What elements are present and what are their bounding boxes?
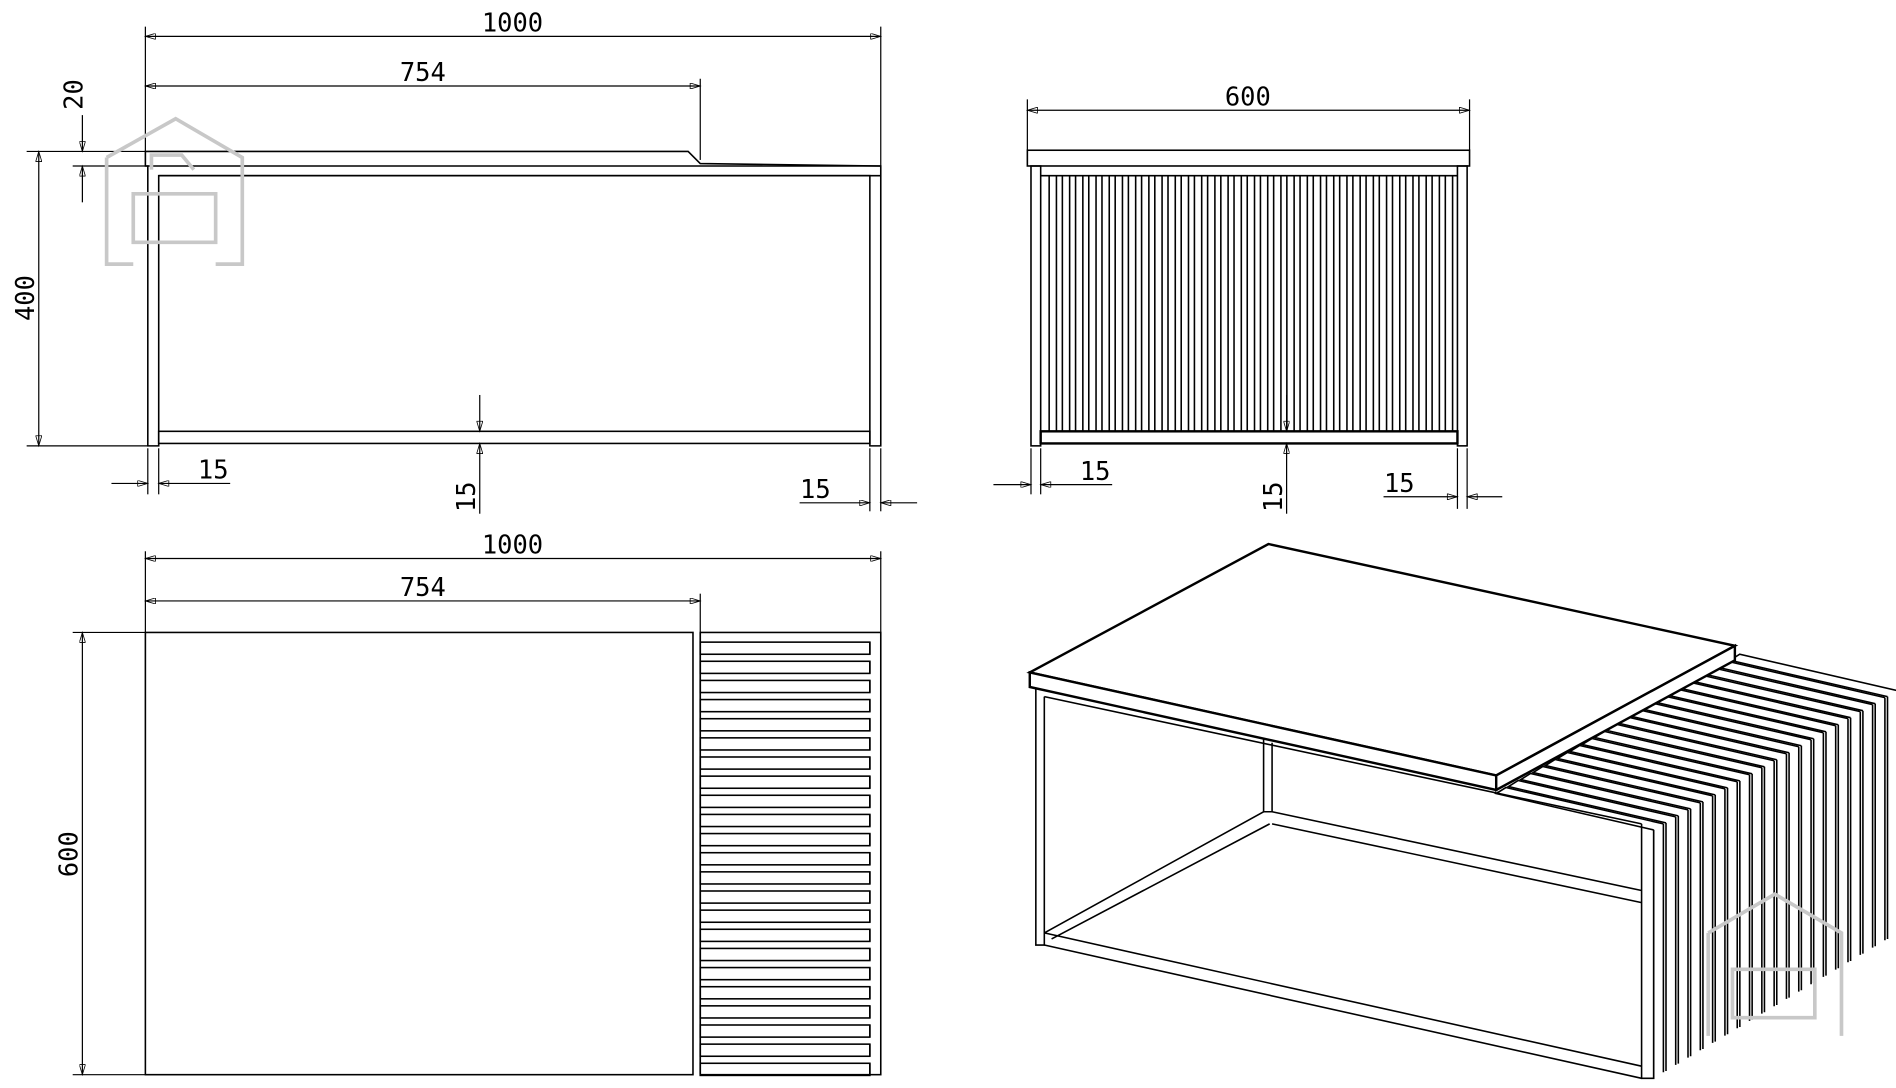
slat xyxy=(699,985,871,1000)
top-dim-top-width: 754 xyxy=(400,572,446,602)
iso-slat-top xyxy=(1531,765,1701,810)
slat xyxy=(699,947,871,962)
slat xyxy=(699,679,871,694)
slat xyxy=(699,717,871,732)
slat xyxy=(699,1043,871,1058)
dim-top-width: 754 xyxy=(400,57,446,87)
dim-overall-width: 1000 xyxy=(482,8,543,38)
iso-slat-top xyxy=(1555,751,1726,796)
iso-slat-top xyxy=(1543,758,1713,803)
slat xyxy=(699,794,871,809)
slat xyxy=(699,890,871,904)
iso-slat-side xyxy=(1825,725,1837,976)
slat xyxy=(699,756,871,770)
iso-slat-side xyxy=(1775,753,1788,1005)
iso-slat-side xyxy=(1874,697,1886,947)
side-dim-leg-right: 15 xyxy=(1384,468,1415,498)
iso-slat-side xyxy=(1726,781,1739,1035)
iso-slat-side xyxy=(1689,802,1702,1057)
top-dim-depth: 600 xyxy=(54,831,84,877)
iso-slat-side xyxy=(1714,788,1726,1042)
top-view: 1000 754 600 xyxy=(54,530,881,1077)
slat xyxy=(699,1024,871,1038)
isometric-view xyxy=(1026,542,1896,1080)
iso-slat-side xyxy=(1652,823,1665,1079)
iso-slat-side xyxy=(1677,809,1689,1064)
dim-height: 400 xyxy=(10,275,40,321)
iso-slat-side xyxy=(1763,760,1775,1013)
slat xyxy=(699,1062,871,1077)
iso-slat-side xyxy=(1886,696,1889,939)
iso-slat-side xyxy=(1739,774,1751,1027)
iso-slat-side xyxy=(1751,767,1763,1020)
slat xyxy=(699,851,871,866)
slat xyxy=(699,1005,871,1019)
slat xyxy=(699,775,871,790)
slat xyxy=(699,813,871,828)
iso-slat-side xyxy=(1837,718,1849,969)
side-view: 600 15 15 15 xyxy=(993,81,1503,514)
dim-rail: 15 xyxy=(451,481,481,512)
slat xyxy=(699,698,871,713)
iso-slat-top xyxy=(1506,779,1676,824)
slat xyxy=(699,966,871,981)
slat xyxy=(699,928,871,943)
slat xyxy=(699,641,871,656)
slat xyxy=(699,909,871,924)
dim-leg-right: 15 xyxy=(800,474,831,504)
front-view: 1000 754 20 400 15 15 15 xyxy=(10,8,918,514)
iso-slat-side xyxy=(1702,795,1714,1049)
iso-slat-top xyxy=(1494,786,1664,831)
dim-depth: 600 xyxy=(1225,81,1271,111)
side-dim-leg-left: 15 xyxy=(1080,456,1111,486)
slat xyxy=(699,660,871,675)
slat xyxy=(699,832,871,847)
iso-slat-side xyxy=(1812,732,1825,983)
watermark-logo xyxy=(104,116,1844,1036)
iso-slat-side xyxy=(1862,704,1874,954)
iso-slat-side xyxy=(1849,711,1862,961)
iso-slat-top xyxy=(1518,772,1689,817)
slat xyxy=(699,871,871,885)
side-dim-rail: 15 xyxy=(1258,481,1288,512)
top-dim-overall-width: 1000 xyxy=(482,530,543,560)
iso-slat-side xyxy=(1800,739,1812,991)
iso-slat-side xyxy=(1788,746,1800,998)
dim-top-thickness: 20 xyxy=(58,79,88,110)
iso-slat-side xyxy=(1665,816,1677,1071)
slat xyxy=(699,737,871,751)
dim-leg-left: 15 xyxy=(198,455,229,485)
